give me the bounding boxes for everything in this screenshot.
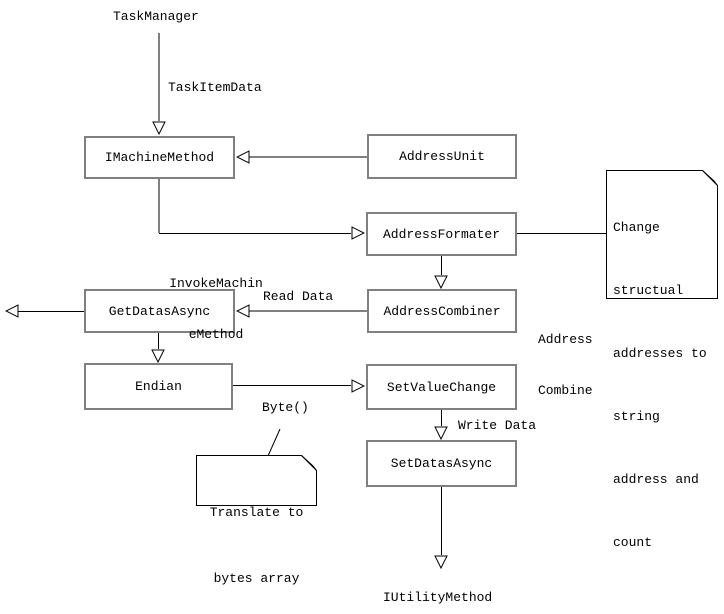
edge-label-byte: Byte() <box>262 400 309 415</box>
note-pointer-line <box>267 428 281 457</box>
arrowhead-down-icon <box>434 275 448 289</box>
node-taskmanager-label: TaskManager <box>113 9 199 24</box>
connector-endian-to-setvaluechange <box>233 385 351 386</box>
node-setvaluechange[interactable]: SetValueChange <box>366 364 517 410</box>
note-translate-bytes-text: Translate to bytes array <box>196 458 317 614</box>
node-iutilitymethod-label: IUtilityMethod <box>383 590 493 605</box>
node-setdatasasync-label: SetDatasAsync <box>390 456 493 471</box>
note-line: structual <box>613 283 684 298</box>
node-endian[interactable]: Endian <box>84 363 233 410</box>
connector-setvaluechange-to-setdatasasync <box>441 410 442 426</box>
note-line: bytes array <box>213 571 300 586</box>
connector-getdatasasync-left-out <box>18 311 84 312</box>
note-translate-bytes[interactable]: Translate to bytes array <box>196 455 317 586</box>
arrowhead-right-icon <box>351 379 365 393</box>
node-getdatasasync[interactable]: GetDatasAsync <box>84 289 235 333</box>
note-line: address and <box>613 472 699 487</box>
connector-addressunit-to-imachinemethod <box>249 156 367 158</box>
note-outline-icon <box>196 455 317 506</box>
note-outline-icon <box>606 170 718 299</box>
connector-taskmanager-to-imachinemethod <box>158 33 160 121</box>
connector-imachinemethod-down <box>158 179 160 233</box>
connector-getdatasasync-to-endian <box>158 333 159 349</box>
connector-addresscombiner-to-getdatasasync <box>249 310 367 312</box>
node-setvaluechange-label: SetValueChange <box>386 379 497 395</box>
node-addressformater-label: AddressFormater <box>382 226 501 242</box>
note-change-structural-text: Change structual addresses to string add… <box>613 175 707 595</box>
node-endian-label: Endian <box>135 379 182 394</box>
edge-label-addresscombine-line2: Combine <box>538 383 593 398</box>
node-addresscombiner-label: AddressCombiner <box>383 303 501 319</box>
connector-addressformater-to-note <box>517 233 606 234</box>
edge-label-invokemachinemethod: InvokeMachin eMethod <box>160 241 272 377</box>
arrowhead-right-icon <box>351 226 365 240</box>
edge-label-invokemachinemethod-line2: eMethod <box>188 327 244 342</box>
edge-label-addresscombine: Address Combine <box>538 297 593 433</box>
note-line: addresses to <box>613 346 707 361</box>
node-addressunit[interactable]: AddressUnit <box>367 134 517 179</box>
connector-addressformater-to-addresscombiner <box>441 256 442 275</box>
node-imachinemethod-label: IMachineMethod <box>104 150 215 165</box>
node-addressformater[interactable]: AddressFormater <box>366 212 517 256</box>
node-addressunit-label: AddressUnit <box>399 149 485 164</box>
edge-label-addresscombine-line1: Address <box>538 332 593 347</box>
arrowhead-down-icon <box>151 349 165 363</box>
node-addresscombiner[interactable]: AddressCombiner <box>367 289 517 333</box>
edge-label-taskitemdata: TaskItemData <box>168 80 262 95</box>
note-line: Change <box>613 220 660 235</box>
node-getdatasasync-label: GetDatasAsync <box>108 303 211 319</box>
arrowhead-left-icon <box>236 304 250 318</box>
node-imachinemethod[interactable]: IMachineMethod <box>84 136 235 179</box>
node-setdatasasync[interactable]: SetDatasAsync <box>366 440 517 487</box>
connector-setdatasasync-to-iutilitymethod <box>441 487 442 555</box>
edge-label-readdata: Read Data <box>263 289 334 304</box>
arrowhead-down-icon <box>434 555 448 569</box>
note-line: Translate to <box>209 505 304 520</box>
arrowhead-left-icon <box>236 150 250 164</box>
note-line: count <box>613 535 653 550</box>
note-change-structural[interactable]: Change structual addresses to string add… <box>606 170 718 550</box>
connector-imachinemethod-to-addressformater <box>159 233 351 234</box>
edge-label-invokemachinemethod-line1: InvokeMachin <box>169 276 263 291</box>
arrowhead-down-icon <box>434 426 448 440</box>
note-line: string <box>613 409 660 424</box>
arrowhead-left-icon <box>5 304 19 318</box>
edge-label-writedata: Write Data <box>458 418 537 433</box>
arrowhead-down-icon <box>152 121 166 135</box>
